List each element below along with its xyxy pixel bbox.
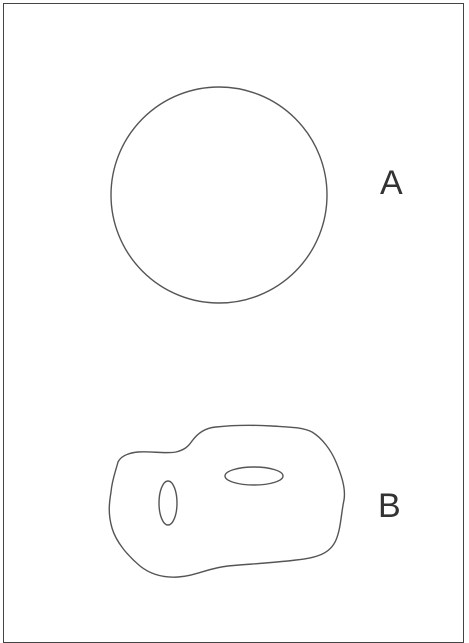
label-b: B [378, 489, 401, 523]
shape-a-circle [111, 87, 327, 303]
label-a: A [380, 166, 403, 200]
shape-b-blob [109, 425, 344, 577]
shape-b-vertical-hole [159, 481, 177, 525]
shape-b-horizontal-hole [225, 467, 283, 485]
